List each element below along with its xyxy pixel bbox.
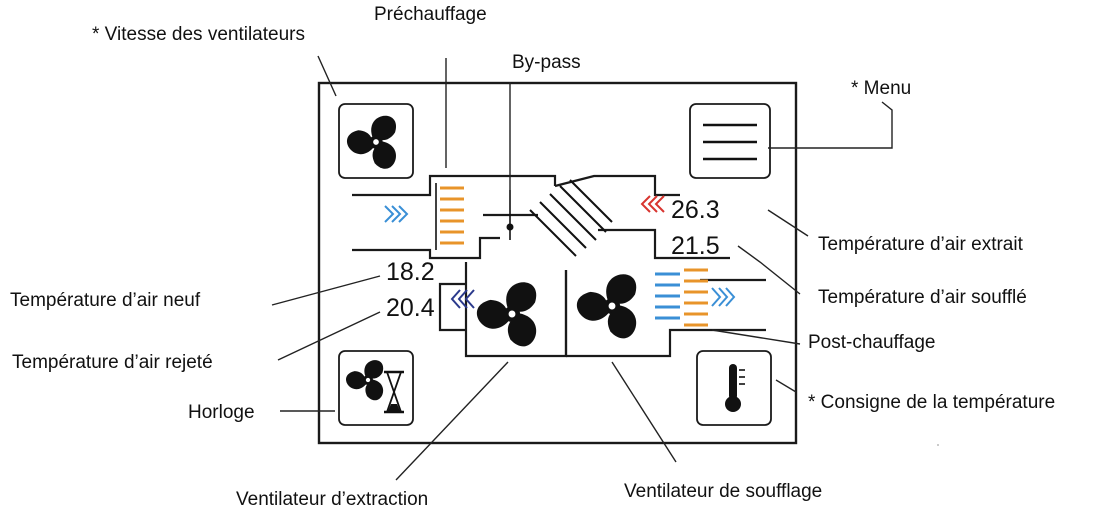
exhaust-air-temp-value: 20.4 (386, 294, 435, 322)
supply-fan-icon (572, 274, 643, 343)
speck (937, 444, 939, 446)
exhaust-air-arrows (450, 289, 475, 309)
clock-button[interactable] (338, 350, 414, 426)
clock-label: Horloge (188, 402, 255, 423)
callout-leaders (271, 55, 893, 481)
menu-label: * Menu (851, 78, 911, 99)
thermometer-icon (725, 364, 745, 412)
extract-fan-label: Ventilateur d’extraction (236, 489, 428, 510)
heat-exchanger (529, 179, 613, 257)
supply-air-arrows (711, 287, 736, 307)
fresh-air-arrows (384, 205, 409, 223)
extract-fan-icon (472, 282, 543, 351)
bypass-label: By-pass (512, 52, 581, 73)
supply-air-temp-value: 21.5 (671, 232, 720, 260)
temp-setpoint-label: * Consigne de la température (808, 392, 1055, 413)
fan-speed-button[interactable] (338, 103, 414, 179)
menu-button[interactable] (689, 103, 771, 179)
extract-air-arrows (640, 195, 665, 213)
display-frame (317, 81, 798, 445)
fan-hourglass-icon (343, 360, 404, 414)
post-heater-coil (655, 268, 708, 327)
ventilation-ducts (352, 174, 766, 358)
fresh-air-temp-label: Température d’air neuf (10, 290, 201, 311)
hamburger-menu-icon (703, 123, 757, 161)
extract-air-temp-label: Température d’air extrait (818, 234, 1024, 255)
preheater-coil (435, 183, 464, 250)
exhaust-air-temp-label: Température d’air rejeté (12, 352, 213, 373)
temperature-setpoint-button[interactable] (696, 350, 772, 426)
preheat-label: Préchauffage (374, 4, 487, 25)
extract-air-temp-value: 26.3 (671, 196, 720, 224)
fresh-air-temp-value: 18.2 (386, 258, 435, 286)
supply-fan-label: Ventilateur de soufflage (624, 481, 822, 502)
fan-speed-label: * Vitesse des ventilateurs (92, 24, 305, 45)
supply-air-temp-label: Température d’air soufflé (818, 287, 1027, 308)
post-heat-label: Post-chauffage (808, 332, 935, 353)
